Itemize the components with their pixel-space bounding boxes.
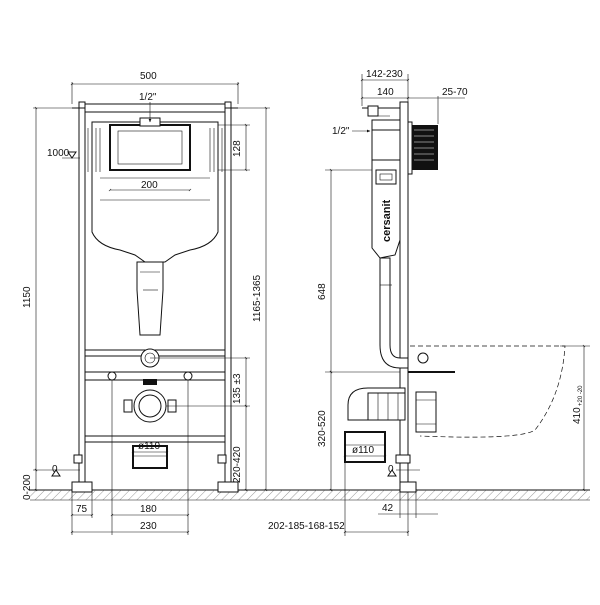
- floor: [30, 489, 590, 501]
- front-reference-label: 1000: [47, 148, 70, 159]
- front-foot-width-label: 75: [76, 504, 88, 515]
- front-view: 500 1/2" 128 200 1000 1150 1165-1365 135…: [22, 71, 270, 535]
- side-brand-label: cersanit: [381, 199, 393, 242]
- front-plate-width-label: 200: [141, 180, 158, 191]
- side-cistern: cersanit: [367, 105, 409, 369]
- front-base-width-label: 230: [140, 521, 157, 532]
- side-cistern-height-label: 648: [317, 283, 328, 300]
- front-width-label: 500: [140, 71, 157, 82]
- side-view: cersanit 142-230: [268, 69, 590, 536]
- front-plate-height-label: 128: [232, 140, 243, 157]
- side-wall-offset-label: 42: [382, 503, 394, 514]
- front-mount-spacing-label: 180: [140, 504, 157, 515]
- front-floor-offset-label: 0-200: [22, 474, 33, 500]
- front-inlet-label: 1/2": [139, 92, 157, 103]
- side-zero-label: 0: [388, 464, 394, 475]
- front-outlet-diameter-label: ø110: [138, 441, 160, 452]
- side-outlet-diameter-label: ø110: [352, 445, 374, 456]
- side-bowl: [408, 345, 566, 438]
- front-cistern: [87, 117, 223, 336]
- side-outlet-height-label: 320-520: [317, 410, 328, 447]
- front-height-label: 1150: [22, 286, 33, 308]
- front-outlet-height-label: 220-420: [232, 446, 243, 483]
- front-adjust-label: 1165-1365: [252, 274, 263, 322]
- side-inlet-label: 1/2": [332, 126, 350, 137]
- front-zero-label: 0: [52, 464, 58, 475]
- side-bowl-depths-label: 202-185-168-152: [268, 521, 345, 532]
- side-depth-range-label: 142-230: [366, 69, 403, 80]
- side-bowl-height-tolerance: +20 -20: [578, 385, 584, 406]
- side-depth-label: 140: [377, 87, 394, 98]
- front-drain-axis-label: 135 ±3: [232, 373, 243, 404]
- side-frame: [362, 101, 438, 493]
- side-bowl-height-label: 410: [572, 407, 583, 424]
- side-plate-offset-label: 25-70: [442, 87, 468, 98]
